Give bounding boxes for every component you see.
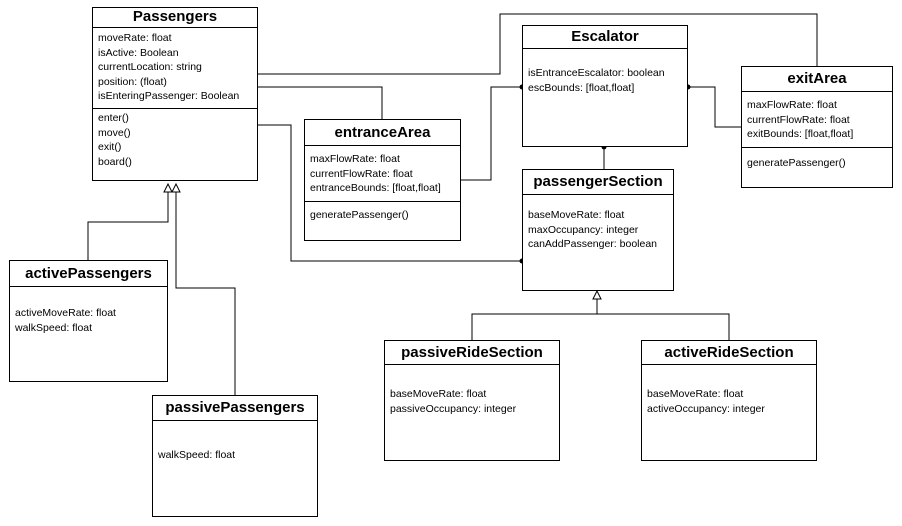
link-exitarea-escalator	[688, 86, 741, 128]
class-exitarea: exitArea maxFlowRate: float currentFlowR…	[741, 66, 893, 188]
class-name: Escalator	[523, 26, 687, 49]
class-escalator: Escalator isEntranceEscalator: boolean e…	[522, 25, 688, 147]
attribute: entranceBounds: [float,float]	[310, 182, 441, 195]
class-name: exitArea	[742, 67, 892, 92]
method: generatePassenger()	[747, 156, 846, 169]
class-entrancearea: entranceArea maxFlowRate: float currentF…	[304, 119, 461, 241]
link-activeridesection	[597, 313, 730, 340]
attribute: isEntranceEscalator: boolean	[528, 67, 665, 79]
attribute: moveRate: float	[98, 32, 172, 44]
attributes: baseMoveRate: float maxOccupancy: intege…	[523, 195, 673, 252]
attribute: maxOccupancy: integer	[528, 223, 639, 236]
attributes: baseMoveRate: float activeOccupancy: int…	[642, 365, 816, 416]
attributes: baseMoveRate: float passiveOccupancy: in…	[385, 365, 559, 416]
attribute: currentFlowRate: float	[747, 113, 850, 126]
attributes: walkSpeed: float	[153, 421, 317, 463]
attribute: maxFlowRate: float	[747, 99, 837, 111]
link-activepassengers-passengers	[87, 184, 168, 260]
class-passengers: Passengers moveRate: float isActive: Boo…	[92, 7, 258, 181]
attribute: escBounds: [float,float]	[528, 81, 635, 94]
method: board()	[98, 155, 132, 168]
divider	[305, 200, 460, 202]
method: move()	[98, 126, 131, 139]
attribute: passiveOccupancy: integer	[390, 402, 517, 415]
attribute: baseMoveRate: float	[528, 209, 625, 221]
attribute: baseMoveRate: float	[647, 388, 744, 400]
methods: enter() move() exit() board()	[93, 109, 257, 169]
attributes: maxFlowRate: float currentFlowRate: floa…	[305, 146, 460, 196]
attributes: maxFlowRate: float currentFlowRate: floa…	[742, 92, 892, 142]
attribute: canAddPassenger: boolean	[528, 238, 658, 251]
methods: generatePassenger()	[742, 148, 892, 171]
class-name: activePassengers	[10, 261, 167, 287]
link-entrancearea-escalator	[461, 86, 522, 181]
method: generatePassenger()	[310, 208, 409, 221]
attributes: activeMoveRate: float walkSpeed: float	[10, 287, 167, 335]
methods: generatePassenger()	[305, 202, 460, 223]
class-name: passivePassengers	[153, 396, 317, 421]
attribute: walkSpeed: float	[158, 449, 236, 461]
attributes: isEntranceEscalator: boolean escBounds: …	[523, 49, 687, 95]
attribute: baseMoveRate: float	[390, 388, 487, 400]
link-passengers-passengersection	[257, 124, 522, 262]
method: exit()	[98, 141, 122, 154]
class-name: activeRideSection	[642, 341, 816, 365]
class-name: passengerSection	[523, 170, 673, 195]
attribute: position: (float)	[98, 75, 167, 88]
class-passiveridesection: passiveRideSection baseMoveRate: float p…	[384, 340, 560, 461]
attribute: maxFlowRate: float	[310, 153, 400, 165]
divider	[93, 107, 257, 109]
class-activeridesection: activeRideSection baseMoveRate: float ac…	[641, 340, 817, 461]
attribute: currentLocation: string	[98, 61, 202, 74]
class-passivepassengers: passivePassengers walkSpeed: float	[152, 395, 318, 517]
attribute: isEnteringPassenger: Boolean	[98, 90, 240, 103]
link-passiveridesection	[471, 313, 597, 340]
class-passengersection: passengerSection baseMoveRate: float max…	[522, 169, 674, 291]
divider	[742, 146, 892, 148]
class-name: entranceArea	[305, 120, 460, 146]
class-activepassengers: activePassengers activeMoveRate: float w…	[9, 260, 168, 382]
attribute: isActive: Boolean	[98, 46, 179, 59]
attribute: activeMoveRate: float	[15, 307, 116, 319]
class-name: passiveRideSection	[385, 341, 559, 365]
attribute: exitBounds: [float,float]	[747, 128, 854, 141]
attribute: activeOccupancy: integer	[647, 402, 765, 415]
attribute: walkSpeed: float	[15, 321, 93, 334]
attributes: moveRate: float isActive: Boolean curren…	[93, 28, 257, 104]
attribute: currentFlowRate: float	[310, 167, 413, 180]
link-passengers-entrancearea	[257, 86, 383, 119]
class-name: Passengers	[93, 8, 257, 28]
link-passivepassengers-passengers	[176, 184, 236, 395]
link-passengers-exitarea	[257, 13, 818, 75]
method: enter()	[98, 111, 129, 124]
